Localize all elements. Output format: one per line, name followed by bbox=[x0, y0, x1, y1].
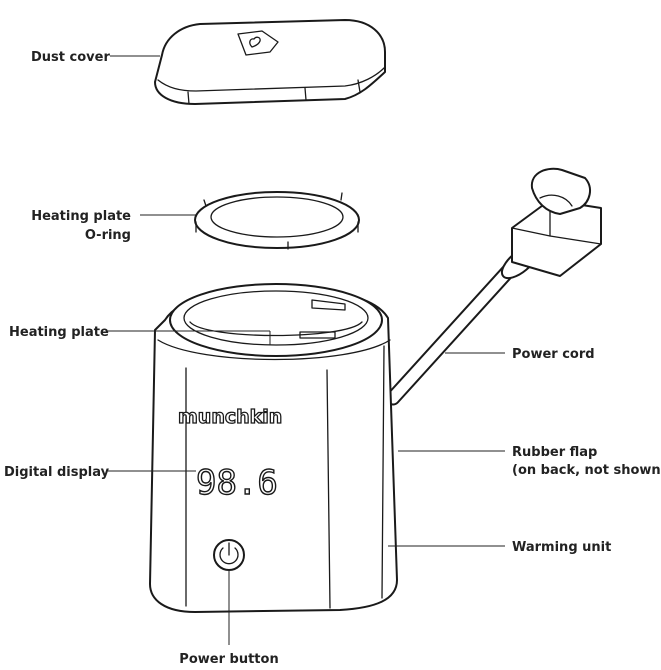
power-cord bbox=[385, 167, 602, 406]
leader-lines bbox=[108, 55, 505, 645]
power-icon bbox=[219, 542, 239, 565]
label-rubber-flap-line1: Rubber flap bbox=[512, 445, 597, 460]
heart-badge-icon bbox=[237, 30, 279, 56]
label-dust-cover: Dust cover bbox=[31, 50, 110, 65]
digital-display-readout: 98.6 bbox=[196, 463, 278, 503]
label-heating-plate-oring-line1: Heating plate bbox=[31, 209, 131, 224]
label-digital-display: Digital display bbox=[4, 465, 110, 480]
label-warming-unit: Warming unit bbox=[512, 540, 611, 555]
label-heating-plate-oring-line2: O-ring bbox=[85, 228, 131, 243]
brand-logo: munchkin bbox=[178, 406, 282, 428]
dust-cover bbox=[154, 19, 386, 105]
label-power-cord: Power cord bbox=[512, 347, 595, 362]
label-heating-plate: Heating plate bbox=[9, 325, 109, 340]
label-power-button: Power button bbox=[179, 652, 278, 667]
heating-plate-oring bbox=[194, 191, 360, 250]
label-rubber-flap-line2: (on back, not shown) bbox=[512, 463, 661, 478]
power-button[interactable] bbox=[213, 539, 245, 571]
warming-unit bbox=[149, 283, 398, 613]
